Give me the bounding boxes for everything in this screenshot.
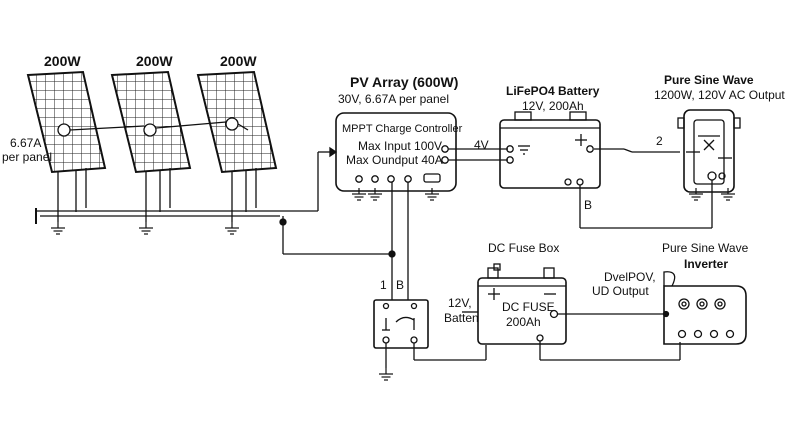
breaker-label-b: B — [396, 278, 405, 292]
lifepo4-battery — [499, 111, 601, 189]
inverter-bottom-title-2: Inverter — [684, 257, 729, 271]
battery-terminal-label: B — [584, 198, 593, 212]
fuse-box-left-label-2: Batten — [444, 311, 479, 325]
fuse-box-inner-1: DC FUSE — [502, 300, 555, 314]
panel-3-watt-label: 200W — [220, 53, 257, 69]
ground-icon — [224, 221, 240, 235]
battery-link-label: 4V — [474, 138, 489, 152]
inverter-bottom-out-2: UD Output — [592, 284, 649, 298]
controller-name: MPPT Charge Controller — [342, 123, 463, 135]
ground-icon — [378, 367, 394, 381]
panel-current-sub-label: per panel — [2, 150, 53, 164]
ground-icon — [367, 187, 383, 201]
panel-2-watt-label: 200W — [136, 53, 173, 69]
breaker-label-1: 1 — [380, 278, 387, 292]
solar-panel-1 — [26, 70, 107, 222]
fuse-box-title: DC Fuse Box — [488, 241, 560, 255]
battery-title: LiFePO4 Battery — [506, 84, 600, 98]
panel-1-watt-label: 200W — [44, 53, 81, 69]
solar-panel-3 — [196, 70, 278, 222]
ground-icon — [688, 187, 704, 201]
inverter-top-title: Pure Sine Wave — [664, 73, 754, 87]
inverter-bottom-out-1: DvelPOV, — [604, 270, 656, 284]
panel-ground-rail — [35, 146, 338, 224]
panel-current-label: 6.67A — [10, 136, 42, 150]
pv-array-subtitle: 30V, 6.67A per panel — [338, 92, 449, 106]
battery-disconnect-switch — [373, 299, 429, 349]
fuse-box-left-label-1: 12V, — [448, 296, 472, 310]
controller-max-output: Max Oundput 40A — [346, 153, 443, 167]
mppt-charge-controller — [335, 112, 457, 192]
battery-spec: 12V, 200Ah — [522, 99, 584, 113]
inverter-top-spec: 1200W, 120V AC Output — [654, 88, 785, 102]
controller-max-input: Max Input 100V — [358, 139, 443, 153]
pv-array-title: PV Array (600W) — [350, 74, 459, 90]
ground-icon — [424, 187, 440, 201]
dc-fuse-box — [477, 263, 567, 345]
inverter-top-link-label: 2 — [656, 134, 663, 148]
pure-sine-wave-inverter-top — [677, 109, 741, 193]
pure-sine-wave-inverter-bottom — [662, 271, 747, 345]
ground-icon — [351, 187, 367, 201]
panel-junction-boxes — [57, 117, 249, 137]
ground-icon — [50, 221, 66, 235]
ground-icon — [138, 221, 154, 235]
fuse-box-inner-2: 200Ah — [506, 315, 541, 329]
solar-panel-2 — [110, 70, 192, 222]
inverter-bottom-title-1: Pure Sine Wave — [662, 241, 749, 255]
